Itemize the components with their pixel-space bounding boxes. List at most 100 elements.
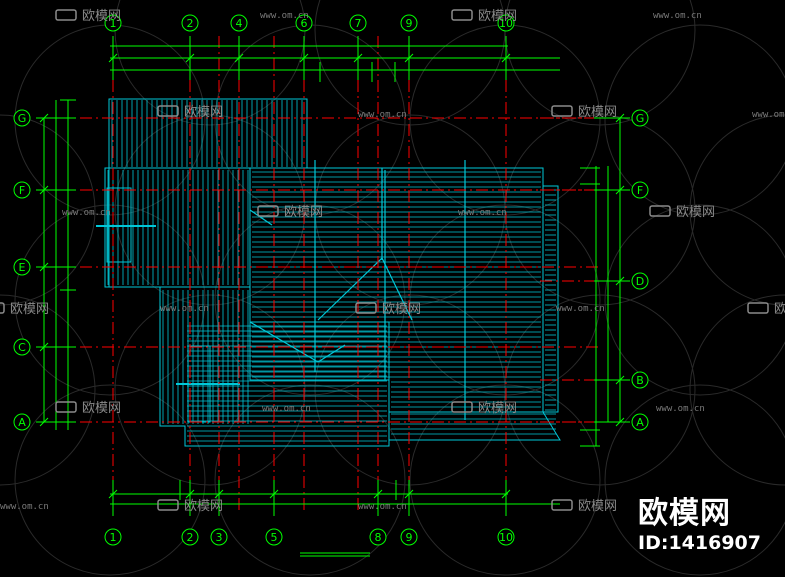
watermark-brand: 欧模网: [82, 401, 121, 416]
axis-bubble-top: [104, 14, 122, 32]
brand-badge: 欧模网 ID:1416907: [638, 497, 761, 555]
watermark-brand: 欧模网: [82, 9, 121, 24]
watermark-url: www.om.cn: [262, 404, 311, 414]
axis-bubble-right-text: D: [636, 275, 644, 288]
dimension-lines: [36, 36, 630, 516]
dimension-line: [185, 489, 195, 499]
watermark-circle: [689, 114, 785, 306]
dimension-line: [404, 489, 414, 499]
dimension-line: [299, 53, 309, 63]
axis-bubble-bottom-text: 1: [110, 531, 117, 544]
dimension-line: [615, 417, 625, 427]
dimension-line: [39, 185, 49, 195]
watermark-url: www.om.cn: [656, 404, 705, 414]
axis-bubble-top: [181, 14, 199, 32]
watermark-circle: [214, 24, 406, 216]
axis-bubble-bottom-text: 9: [406, 531, 413, 544]
watermark-url: www.om.cn: [358, 502, 407, 512]
axis-bubble-right: [631, 109, 649, 127]
watermark-url: www.om.cn: [556, 304, 605, 314]
axis-bubble-bottom-text: 8: [375, 531, 382, 544]
axis-bubble-top-text: 4: [236, 17, 243, 30]
watermark-brand: 欧模网: [578, 499, 617, 514]
watermark-circle: [604, 384, 785, 576]
axis-bubble-top: [349, 14, 367, 32]
axis-bubble-bottom-text: 5: [271, 531, 278, 544]
dimension-line: [214, 489, 224, 499]
watermark-url: www.om.cn: [62, 208, 111, 218]
ridge-line: [381, 257, 413, 321]
axis-bubble-right-text: B: [636, 374, 644, 387]
watermark-circle: [504, 294, 696, 486]
watermark-circle: [114, 294, 306, 486]
watermark-brand: 欧模网: [184, 105, 223, 120]
axis-bubble-right: [631, 413, 649, 431]
ridge-line: [317, 344, 346, 363]
axis-bubble-top-text: 10: [499, 17, 513, 30]
watermark-brand: 欧模网: [10, 302, 49, 317]
roof-hatching: [107, 100, 556, 442]
axis-bubble-left-text: E: [19, 261, 26, 274]
watermark-circle: [214, 384, 406, 576]
axis-bubble-bottom: [369, 528, 387, 546]
dimension-line: [501, 489, 511, 499]
dimension-line: [108, 53, 118, 63]
watermarks: 欧模网欧模网欧模网欧模网欧模网欧模网欧模网欧模网欧模网欧模网欧模网欧模网欧模网w…: [0, 9, 785, 514]
watermark-url: www.om.cn: [0, 502, 49, 512]
dimension-line: [108, 489, 118, 499]
axis-bubble-bottom-text: 10: [499, 531, 513, 544]
axis-bubble-left-text: G: [18, 112, 27, 125]
watermark-circle: [504, 114, 696, 306]
watermark-circle: [14, 384, 206, 576]
axis-bubble-right: [631, 181, 649, 199]
sofa-icon: [747, 302, 769, 314]
watermark-circle: [14, 204, 206, 396]
axis-bubble-bottom-text: 3: [216, 531, 223, 544]
dimension-line: [39, 262, 49, 272]
dimension-line: [615, 185, 625, 195]
dimension-line: [501, 53, 511, 63]
watermark-url: www.om.cn: [358, 110, 407, 120]
dimension-line: [39, 113, 49, 123]
dimension-line: [269, 489, 279, 499]
watermark-url: www.om.cn: [458, 208, 507, 218]
axis-bubble-left: [13, 413, 31, 431]
watermark-brand: 欧模网: [478, 9, 517, 24]
watermark-brand: 欧模网: [774, 302, 785, 317]
axis-bubble-bottom: [400, 528, 418, 546]
axis-bubble-top-text: 9: [406, 17, 413, 30]
axis-bubble-right: [631, 272, 649, 290]
watermark-circle: [0, 114, 96, 306]
sofa-icon: [451, 401, 473, 413]
axis-bubble-bottom: [497, 528, 515, 546]
axis-bubble-bottom-text: 2: [187, 531, 194, 544]
sofa-icon: [55, 9, 77, 21]
watermark-circle: [409, 24, 601, 216]
ridge-line: [249, 209, 273, 226]
axis-bubble-bottom: [210, 528, 228, 546]
dimension-line: [185, 53, 195, 63]
watermark-url: www.om.cn: [260, 11, 309, 21]
axis-bubble-left-text: C: [18, 341, 26, 354]
dimension-line: [353, 53, 363, 63]
axis-bubble-left: [13, 181, 31, 199]
watermark-circle: [0, 294, 96, 486]
sofa-icon: [157, 105, 179, 117]
axis-bubble-bottom: [181, 528, 199, 546]
axis-bubble-top: [400, 14, 418, 32]
ridge-line: [317, 257, 383, 321]
roof-plane-6: [542, 185, 559, 413]
watermark-brand: 欧模网: [676, 205, 715, 220]
axis-bubble-top-text: 1: [110, 17, 117, 30]
dimension-line: [615, 276, 625, 286]
dimension-line: [404, 53, 414, 63]
dimension-line: [615, 375, 625, 385]
dimension-line: [39, 417, 49, 427]
dimension-line: [39, 342, 49, 352]
axis-bubble-right-text: G: [636, 112, 645, 125]
watermark-circle: [689, 294, 785, 486]
axis-bubble-bottom: [104, 528, 122, 546]
